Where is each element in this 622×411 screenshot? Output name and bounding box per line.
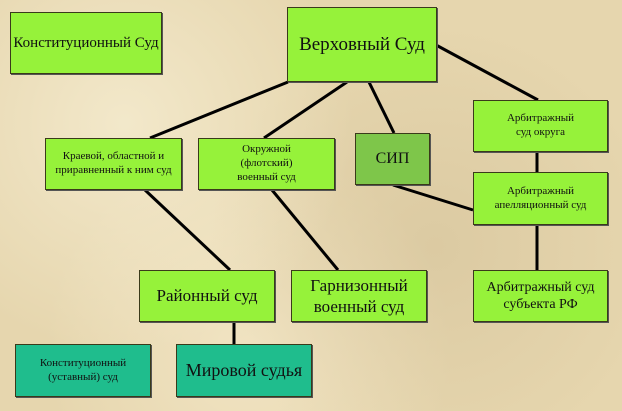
node-constitutional-court: Конституционный Суд — [10, 12, 162, 74]
node-sip: СИП — [355, 133, 430, 185]
node-label: Окружной (флотский) военный суд — [237, 143, 296, 183]
node-label: Конституционный (уставный) суд — [39, 356, 127, 383]
node-military-district-court: Окружной (флотский) военный суд — [198, 138, 335, 190]
node-label: Арбитражный суд субъекта РФ — [486, 279, 595, 313]
node-district-court: Районный суд — [139, 270, 275, 322]
node-arbitration-subject-court: Арбитражный суд субъекта РФ — [473, 270, 608, 322]
node-label: Верховный Суд — [299, 33, 425, 55]
node-label: СИП — [375, 150, 410, 167]
node-arbitration-district-court: Арбитражный суд округа — [473, 100, 608, 152]
node-label: Гарнизонный военный суд — [310, 275, 408, 316]
edge-supreme-arbitration — [435, 43, 539, 102]
node-label: Арбитражный апелляционный суд — [494, 184, 587, 211]
edge-supreme-regional — [149, 80, 289, 140]
node-label: Конституционный Суд — [13, 34, 159, 51]
edge-military-garrison — [270, 189, 340, 271]
node-arbitration-appeal-court: Арбитражный апелляционный суд — [473, 172, 608, 225]
node-constitutional-charter-court: Конституционный (уставный) суд — [15, 344, 151, 397]
node-label: Арбитражный суд округа — [506, 112, 574, 138]
edge-supreme-sip — [365, 77, 396, 134]
node-magistrate: Мировой судья — [176, 344, 312, 397]
edge-sip-appeal — [392, 183, 474, 212]
node-label: Районный суд — [156, 286, 258, 306]
node-garrison-court: Гарнизонный военный суд — [291, 270, 427, 322]
edge-regional-district — [143, 188, 232, 272]
node-supreme-court: Верховный Суд — [287, 7, 437, 82]
node-label: Мировой судья — [185, 360, 303, 381]
edge-supreme-military — [263, 80, 348, 140]
node-label: Краевой, областной и приравненный к ним … — [55, 150, 172, 176]
node-regional-court: Краевой, областной и приравненный к ним … — [45, 138, 182, 190]
